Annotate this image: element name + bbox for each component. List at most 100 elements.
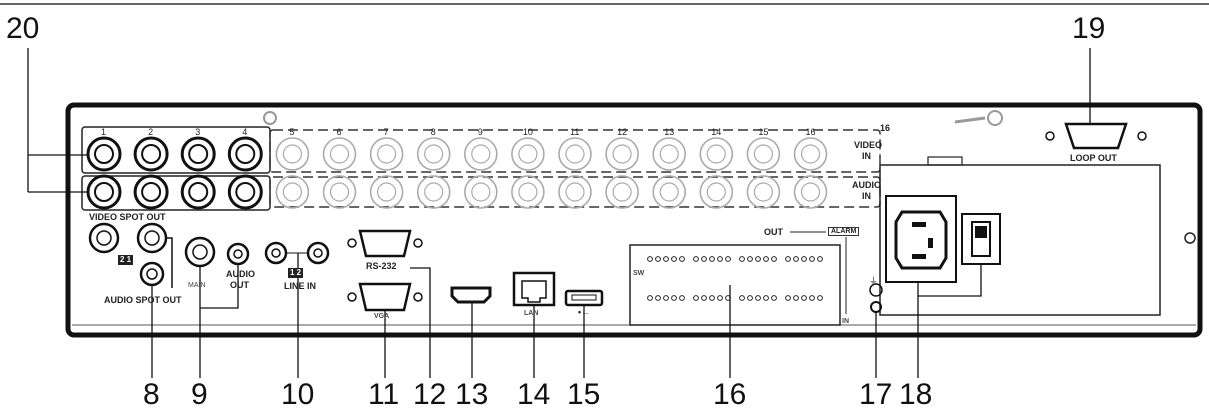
rs232-screw-left — [347, 238, 357, 248]
hdmi-port — [450, 286, 492, 304]
label-audio-out-2: OUT — [230, 280, 249, 290]
power-switch-rocker-top — [975, 226, 987, 238]
alarm-pin — [771, 256, 777, 262]
callout-8: 8 — [143, 378, 160, 411]
alarm-terminal-block — [629, 244, 841, 326]
audio-in-bnc-4-pin — [235, 182, 256, 202]
video-in-bnc-6-pin — [329, 144, 350, 164]
video-in-bnc-13 — [652, 137, 687, 171]
alarm-pin — [679, 295, 685, 301]
audio-in-bnc-2 — [133, 174, 169, 210]
video-in-bnc-3 — [180, 136, 216, 172]
audio-in-bnc-14-pin — [706, 182, 726, 202]
video-in-bnc-3-pin — [188, 144, 209, 164]
audio-in-bnc-15-pin — [753, 182, 774, 202]
video-in-bnc-8 — [416, 137, 451, 171]
callout-14: 14 — [517, 378, 551, 411]
label-alarm: ALARM — [828, 227, 860, 236]
label-in: IN — [842, 318, 849, 325]
label-tag-2-1: 2 1 — [118, 255, 134, 265]
leader-18-branch — [918, 264, 982, 297]
video-in-bnc-2-pin — [141, 144, 162, 164]
bnc-number-12: 12 — [617, 127, 628, 137]
alarm-pin — [771, 295, 777, 301]
callout-13: 13 — [455, 378, 489, 411]
spot-out-bracket — [166, 237, 173, 288]
label-main: MAIN — [188, 282, 206, 289]
bnc-number-14: 14 — [711, 127, 722, 137]
bnc-number-2: 2 — [148, 127, 154, 137]
video-in-bnc-1 — [86, 136, 122, 172]
video-in-box-dashed — [269, 129, 881, 173]
alarm-pin — [809, 256, 815, 262]
audio-in-bnc-13-pin — [659, 182, 679, 202]
video-in-bnc-1-pin — [94, 144, 114, 164]
alarm-pin — [817, 256, 823, 262]
label-out: OUT — [764, 227, 783, 237]
audio-in-bnc-4 — [227, 174, 263, 210]
callout-11: 11 — [368, 378, 400, 411]
video-in-bnc-12-pin — [612, 144, 632, 164]
bnc-number-7: 7 — [383, 127, 389, 137]
alarm-pin — [817, 295, 823, 301]
alarm-pin — [739, 295, 745, 301]
power-inlet-pin-top — [912, 222, 926, 227]
video-in-bnc-15 — [746, 137, 781, 171]
power-inlet-frame — [885, 195, 957, 283]
main-video-out-pin — [192, 244, 208, 260]
callout-18: 18 — [899, 378, 933, 411]
top-mount-bar — [954, 116, 986, 124]
label-loop-out: LOOP OUT — [1070, 153, 1117, 163]
leader-9-branch — [200, 264, 239, 309]
bnc-number-16: 16 — [805, 127, 816, 137]
label-audio-in-1: AUDIO — [852, 180, 881, 190]
rs232-screw-right — [413, 238, 423, 248]
alarm-pin — [793, 256, 799, 262]
alarm-pin — [709, 256, 715, 262]
label-rs232: RS-232 — [366, 261, 397, 271]
alarm-pins-top-row — [647, 256, 823, 262]
video-in-bnc-14-pin — [706, 144, 726, 164]
label-audio-in-2: IN — [862, 191, 871, 201]
video-in-bnc-4 — [227, 136, 263, 172]
power-inlet-pin-mid — [928, 238, 933, 248]
label-lan: LAN — [524, 310, 539, 317]
alarm-pin — [655, 256, 661, 262]
loop-out-port — [1064, 122, 1128, 150]
video-in-bnc-16 — [793, 137, 828, 171]
audio-in-box-solid — [81, 175, 271, 211]
alarm-pin — [693, 295, 699, 301]
audio-in-bnc-2-pin — [141, 182, 162, 202]
video-in-bnc-14 — [699, 137, 734, 171]
label-video-spot-out: VIDEO SPOT OUT — [89, 212, 166, 222]
power-switch-rocker — [971, 221, 991, 257]
bnc-number-9: 9 — [477, 127, 483, 137]
callout-19: 19 — [1072, 12, 1106, 45]
video-in-bnc-7-pin — [377, 144, 397, 164]
line-in-1-pin — [271, 248, 281, 258]
bnc-number-5: 5 — [289, 127, 295, 137]
alarm-pin — [701, 256, 707, 262]
power-inlet-socket — [894, 210, 948, 270]
audio-in-bnc-12-pin — [612, 182, 632, 202]
audio-in-bnc-7-pin — [377, 182, 397, 202]
vga-port — [358, 282, 412, 312]
bnc-number-13: 13 — [664, 127, 675, 137]
video-in-bnc-12 — [605, 137, 639, 171]
bnc-number-10: 10 — [522, 127, 533, 137]
video-in-bnc-5-pin — [282, 144, 302, 164]
label-audio-spot-out: AUDIO SPOT OUT — [104, 295, 182, 305]
alarm-pin — [647, 295, 653, 301]
alarm-pin — [763, 295, 769, 301]
alarm-pin — [785, 256, 791, 262]
alarm-pin — [663, 256, 669, 262]
alarm-pin — [671, 256, 677, 262]
alarm-pin — [739, 256, 745, 262]
audio-in-bnc-5 — [275, 175, 310, 209]
lan-port-socket — [521, 280, 547, 303]
video-in-bnc-16-pin — [800, 144, 821, 164]
video-in-bnc-4-pin — [235, 144, 256, 164]
audio-in-bnc-8 — [416, 175, 451, 209]
